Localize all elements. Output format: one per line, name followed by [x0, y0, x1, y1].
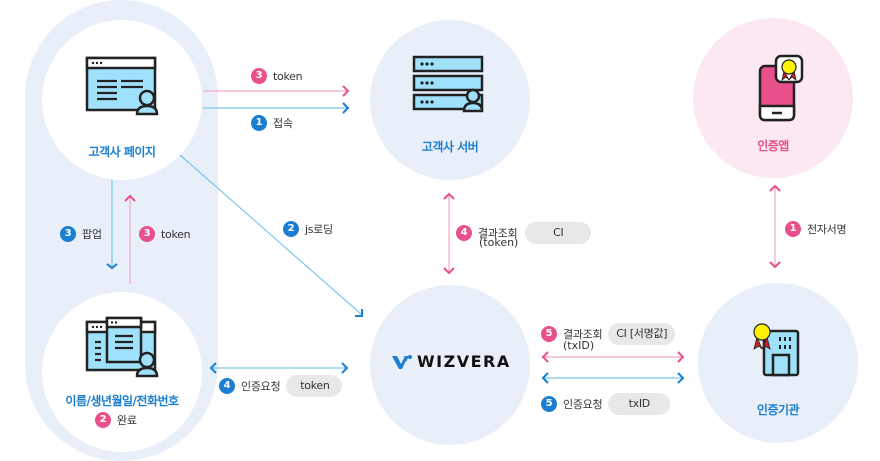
txid-chip: txID: [608, 393, 671, 415]
step-number-badge: 5: [541, 326, 557, 342]
wizvera-logo-icon: [392, 354, 412, 369]
step-token-up: 3 token: [139, 226, 191, 242]
step-number-badge: 2: [283, 221, 299, 237]
result-chip: CI [서명값]: [608, 323, 676, 345]
wizvera-wordmark: WIZVERA: [417, 352, 511, 371]
step-auth-request-token: 4 인증요청 token: [219, 375, 343, 397]
wizvera-logo: WIZVERA: [392, 352, 511, 371]
step-label: 팝업: [82, 228, 102, 241]
input-page-label: 이름/생년월일/전화번호: [65, 394, 179, 408]
arrow-result-query-txid: [541, 351, 685, 363]
step-e-signature: 1 전자서명: [785, 221, 847, 237]
step-label: token: [161, 227, 191, 241]
step-label: js로딩: [305, 223, 333, 236]
server-user-icon: [412, 55, 484, 113]
auth-app-label: 인증앱: [757, 139, 789, 153]
step-result-query-server: 4 결과조회 CI: [456, 222, 592, 244]
arrow-e-signature: [769, 184, 781, 269]
popup-form-user-icon: [85, 316, 159, 378]
step-sub-label: (token): [479, 236, 519, 249]
arrow-auth-request-txid: [541, 372, 685, 384]
step-number-badge: 3: [60, 226, 76, 242]
step-number-badge: 4: [219, 378, 235, 394]
arrow-token-to-server: [203, 85, 350, 97]
step-auth-request-txid: 5 인증요청 txID: [541, 393, 671, 415]
wizvera-node: [370, 285, 530, 445]
step-number-badge: 3: [139, 226, 155, 242]
step-number-badge: 1: [251, 115, 267, 131]
arrow-js-loading: [179, 154, 363, 317]
token-chip: token: [286, 375, 343, 397]
step-label: 결과조회: [563, 328, 603, 341]
step-number-badge: 5: [541, 396, 557, 412]
step-result-query-txid: 5 결과조회 CI [서명값]: [541, 323, 676, 345]
step-label: 완료: [117, 414, 137, 427]
step-sub-label: (txID): [563, 339, 595, 352]
step-label: 결과조회: [478, 227, 518, 240]
step-label: 인증요청: [241, 380, 281, 393]
step-label: 접속: [273, 117, 293, 130]
phone-certificate-icon: [758, 54, 804, 122]
step-input-complete: 2 완료: [95, 412, 137, 428]
step-connect: 1 접속: [251, 115, 293, 131]
step-label: 전자서명: [807, 223, 847, 236]
arrow-connect: [203, 102, 350, 114]
step-label: 인증요청: [563, 398, 603, 411]
arrow-popup-down: [106, 180, 118, 270]
arrow-token-up: [124, 194, 136, 284]
step-popup: 3 팝업: [60, 226, 102, 242]
client-page-label: 고객사 페이지: [88, 145, 156, 159]
step-js-loading: 2 js로딩: [283, 221, 333, 237]
browser-user-icon: [85, 56, 159, 116]
client-server-label: 고객사 서버: [421, 140, 479, 154]
step-number-badge: 2: [95, 412, 111, 428]
step-number-badge: 1: [785, 221, 801, 237]
cert-authority-label: 인증기관: [756, 403, 800, 417]
arrow-auth-request-token: [209, 362, 349, 374]
result-chip: CI: [525, 222, 592, 244]
step-token-to-server: 3 token: [251, 68, 303, 84]
arrow-result-query-server: [443, 192, 455, 275]
step-number-badge: 4: [456, 225, 472, 241]
step-label: token: [273, 69, 303, 83]
building-certificate-icon: [753, 323, 800, 377]
step-number-badge: 3: [251, 68, 267, 84]
